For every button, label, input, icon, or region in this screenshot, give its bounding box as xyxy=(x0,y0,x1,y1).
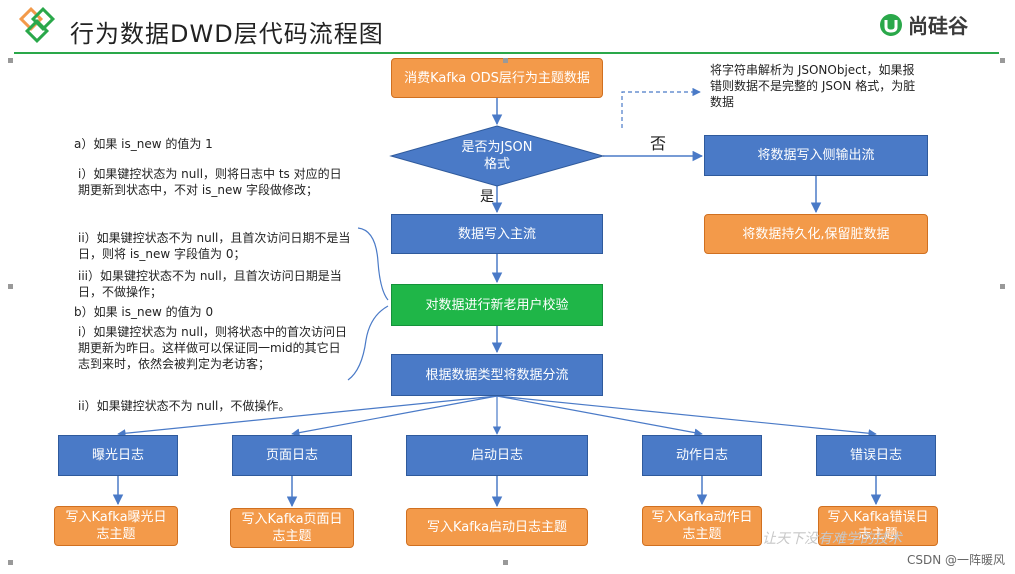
note-a-iii: iii）如果键控状态不为 null，且首次访问日期是当日，不做操作； xyxy=(78,269,342,299)
frame-handle-mid-right[interactable] xyxy=(1000,284,1005,289)
write-main-stream-box: 数据写入主流 xyxy=(391,214,603,254)
note-a-ii: ii）如果键控状态不为 null，且首次访问日期不是当日，则将 is_new 字… xyxy=(78,231,351,261)
log-label-page: 页面日志 xyxy=(265,448,318,463)
topic-box-start: 写入Kafka启动日志主题 xyxy=(406,508,588,546)
page-title: 行为数据DWD层代码流程图 xyxy=(70,20,384,48)
log-box-action: 动作日志 xyxy=(642,435,762,476)
header-divider xyxy=(14,52,999,54)
is-json-label: 是否为JSON格式 xyxy=(461,140,533,172)
note-a: a）如果 is_new 的值为 1 xyxy=(74,137,213,151)
edge-split-log-0 xyxy=(117,395,498,438)
write-main-stream-label: 数据写入主流 xyxy=(457,226,536,242)
log-box-start: 启动日志 xyxy=(406,435,588,476)
topic-label-action: 写入Kafka动作日志主题 xyxy=(651,510,753,542)
decision-diamond xyxy=(389,125,605,187)
edge-split-log-1 xyxy=(291,395,498,437)
persist-dirty-box: 将数据持久化,保留脏数据 xyxy=(704,214,928,254)
frame-handle-top-right[interactable] xyxy=(1000,58,1005,63)
edge-decision-note xyxy=(621,87,701,128)
frame-handle-mid-left[interactable] xyxy=(8,284,13,289)
write-side-output-box: 将数据写入侧输出流 xyxy=(704,135,928,176)
log-label-action: 动作日志 xyxy=(675,448,728,463)
topic-box-exposure: 写入Kafka曝光日志主题 xyxy=(54,506,178,546)
log-label-exposure: 曝光日志 xyxy=(91,448,144,463)
topic-box-page: 写入Kafka页面日志主题 xyxy=(230,508,354,548)
log-label-error: 错误日志 xyxy=(849,448,902,463)
yes-label: 是 xyxy=(480,189,494,205)
log-box-page: 页面日志 xyxy=(232,435,352,476)
watermark-text: 让天下没有难学的技术 xyxy=(762,531,902,547)
topic-label-page: 写入Kafka页面日志主题 xyxy=(241,512,343,544)
validate-user-label: 对数据进行新老用户校验 xyxy=(425,297,569,313)
logo-mark xyxy=(18,6,62,50)
frame-handle-bottom-left[interactable] xyxy=(8,560,13,565)
topic-box-error: 写入Kafka错误日志主题 xyxy=(818,506,938,546)
split-by-type-box: 根据数据类型将数据分流 xyxy=(391,354,603,396)
is-json-decision: 是否为JSON格式 xyxy=(432,138,562,174)
split-by-type-label: 根据数据类型将数据分流 xyxy=(425,367,569,383)
log-box-exposure: 曝光日志 xyxy=(58,435,178,476)
topic-label-start: 写入Kafka启动日志主题 xyxy=(426,519,568,535)
write-side-output-label: 将数据写入侧输出流 xyxy=(757,148,875,163)
persist-dirty-label: 将数据持久化,保留脏数据 xyxy=(742,226,890,242)
topic-box-action: 写入Kafka动作日志主题 xyxy=(642,506,762,546)
brand-name: 尚硅谷 xyxy=(908,14,968,38)
brand-icon xyxy=(880,13,902,36)
frame-handle-top-mid[interactable] xyxy=(503,58,508,63)
note-b-i: i）如果键控状态为 null，则将状态中的首次访问日期更新为昨日。这样做可以保证… xyxy=(78,325,348,371)
consume-ods-label: 消费Kafka ODS层行为主题数据 xyxy=(404,70,590,86)
note-a-i: i）如果键控状态为 null，则将日志中 ts 对应的日期更新到状态中，不对 i… xyxy=(78,167,342,197)
no-label: 否 xyxy=(650,134,667,153)
parse-json-note: 将字符串解析为 JSONObject，如果报错则数据不是完整的 JSON 格式，… xyxy=(710,63,916,109)
validate-user-box: 对数据进行新老用户校验 xyxy=(391,284,603,326)
frame-handle-bottom-mid[interactable] xyxy=(503,560,508,565)
topic-label-exposure: 写入Kafka曝光日志主题 xyxy=(65,510,167,542)
log-label-start: 启动日志 xyxy=(470,448,523,463)
note-b: b）如果 is_new 的值为 0 xyxy=(74,305,214,319)
edge-split-log-3 xyxy=(496,395,703,437)
note-b-ii: ii）如果键控状态不为 null，不做操作。 xyxy=(78,399,291,413)
consume-ods-box: 消费Kafka ODS层行为主题数据 xyxy=(391,58,603,98)
brace-b xyxy=(347,305,389,381)
edge-split-log-4 xyxy=(496,395,877,438)
topic-label-error: 写入Kafka错误日志主题 xyxy=(827,510,929,542)
brace-a xyxy=(357,227,389,301)
csdn-credit: CSDN @一阵暖风 xyxy=(906,553,1005,567)
brand-logo: 尚硅谷 xyxy=(878,10,968,39)
frame-handle-top-left[interactable] xyxy=(8,58,13,63)
log-box-error: 错误日志 xyxy=(816,435,936,476)
